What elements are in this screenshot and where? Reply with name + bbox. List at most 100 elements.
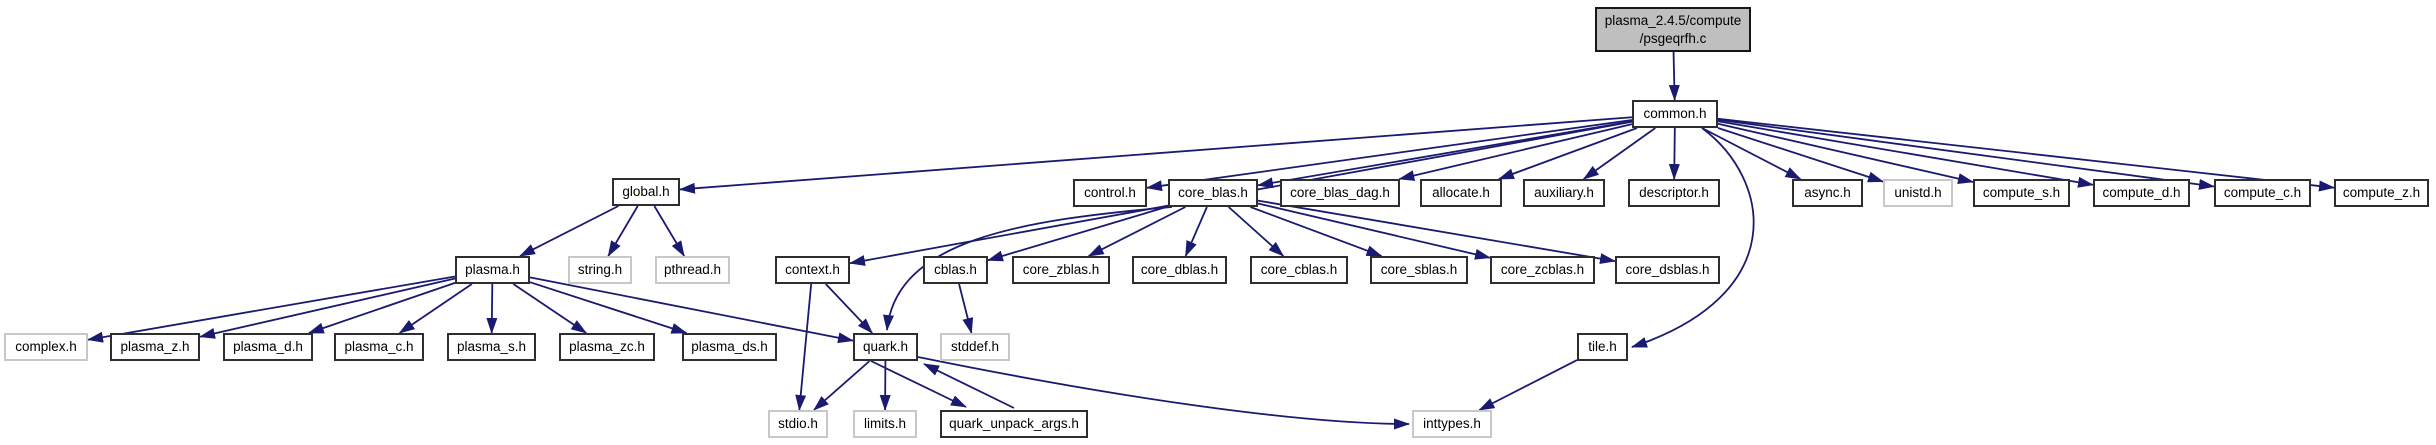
edge-plasma-to-complex	[87, 275, 456, 343]
node-plasma_zc[interactable]: plasma_zc.h	[559, 333, 655, 361]
node-core_dsblas[interactable]: core_dsblas.h	[1615, 256, 1720, 284]
node-label: compute_c.h	[2223, 185, 2302, 201]
node-label: control.h	[1084, 185, 1136, 201]
node-label: quark.h	[862, 339, 909, 355]
node-label: compute_s.h	[1982, 185, 2061, 201]
edge-plasma-to-plasma_s	[486, 283, 498, 334]
node-label: stdio.h	[778, 416, 818, 432]
edge-plasma-to-plasma_d	[307, 282, 456, 334]
edge-core_blas-to-core_sblas	[1250, 206, 1383, 257]
node-common[interactable]: common.h	[1632, 100, 1718, 128]
node-core_blas_dag[interactable]: core_blas_dag.h	[1280, 179, 1400, 207]
node-label: plasma_s.h	[456, 339, 527, 355]
edge-common-to-descriptor	[1668, 127, 1680, 180]
edge-core_blas-to-core_zblas	[1087, 206, 1186, 257]
node-compute_z[interactable]: compute_z.h	[2334, 179, 2429, 207]
node-label: compute_z.h	[2342, 185, 2421, 201]
node-string: string.h	[568, 256, 632, 284]
node-core_dblas[interactable]: core_dblas.h	[1132, 256, 1227, 284]
node-core_sblas[interactable]: core_sblas.h	[1370, 256, 1468, 284]
node-stddef: stddef.h	[940, 333, 1010, 361]
node-label: plasma.h	[465, 262, 520, 278]
node-pthread: pthread.h	[655, 256, 730, 284]
edge-common-to-auxiliary	[1582, 127, 1656, 180]
node-compute_d[interactable]: compute_d.h	[2093, 179, 2190, 207]
edge-common-to-compute_d	[1717, 120, 2094, 188]
node-label: async.h	[1804, 185, 1851, 201]
node-label: plasma_c.h	[344, 339, 414, 355]
node-label: descriptor.h	[1639, 185, 1709, 201]
node-inttypes: inttypes.h	[1412, 410, 1492, 438]
node-label-line: plasma_2.4.5/compute	[1604, 12, 1742, 28]
node-async[interactable]: async.h	[1792, 179, 1863, 207]
node-plasma_s[interactable]: plasma_s.h	[447, 333, 536, 361]
edge-context-to-quark	[825, 283, 873, 334]
node-label: string.h	[577, 262, 623, 278]
node-context[interactable]: context.h	[775, 256, 850, 284]
edge-core_blas-to-quark	[883, 206, 1173, 331]
node-label: allocate.h	[1432, 185, 1490, 201]
edge-common-to-compute_c	[1717, 118, 2215, 190]
edge-common-to-tile	[1631, 127, 1755, 348]
node-core_cblas[interactable]: core_cblas.h	[1250, 256, 1348, 284]
node-quark_unpack_args[interactable]: quark_unpack_args.h	[940, 410, 1088, 438]
node-label: cblas.h	[934, 262, 977, 278]
node-core_zblas[interactable]: core_zblas.h	[1012, 256, 1110, 284]
node-label: core_dblas.h	[1140, 262, 1219, 278]
edge-core_blas-to-core_zcblas	[1257, 202, 1491, 260]
node-label: context.h	[785, 262, 840, 278]
node-allocate[interactable]: allocate.h	[1420, 179, 1502, 207]
node-compute_s[interactable]: compute_s.h	[1973, 179, 2070, 207]
node-limits: limits.h	[853, 410, 917, 438]
edge-plasma-to-plasma_z	[199, 277, 456, 339]
edge-core_blas-to-core_cblas	[1228, 206, 1285, 257]
edge-common-to-async	[1701, 127, 1802, 180]
node-label: inttypes.h	[1423, 416, 1481, 432]
node-compute_c[interactable]: compute_c.h	[2214, 179, 2311, 207]
node-label: plasma_d.h	[233, 339, 303, 355]
edge-plasma-to-plasma_ds	[529, 281, 688, 334]
node-label: auxiliary.h	[1534, 185, 1594, 201]
node-control[interactable]: control.h	[1073, 179, 1147, 207]
node-core_blas[interactable]: core_blas.h	[1168, 179, 1258, 207]
node-label: pthread.h	[663, 262, 722, 278]
edge-plasma-to-quark	[529, 276, 854, 344]
node-label-line: /psgeqrfh.c	[1639, 30, 1707, 46]
node-label: core_zblas.h	[1022, 262, 1100, 278]
node-plasma_c[interactable]: plasma_c.h	[334, 333, 424, 361]
node-label: core_blas.h	[1178, 185, 1248, 201]
edge-cblas-to-stddef	[958, 283, 974, 334]
edge-context-to-stdio	[795, 283, 813, 411]
edge-quark_unpack_args-to-quark	[923, 363, 1015, 409]
node-stdio: stdio.h	[768, 410, 828, 438]
node-plasma[interactable]: plasma.h	[455, 256, 530, 284]
node-core_zcblas[interactable]: core_zcblas.h	[1490, 256, 1595, 284]
edge-quark-to-stdio	[813, 360, 871, 411]
node-plasma_z[interactable]: plasma_z.h	[110, 333, 200, 361]
edge-global-to-string	[607, 205, 639, 257]
node-descriptor[interactable]: descriptor.h	[1628, 179, 1720, 207]
node-psgeqrfh: plasma_2.4.5/compute/psgeqrfh.c	[1595, 7, 1751, 52]
edge-global-to-plasma	[519, 205, 619, 257]
node-label: core_sblas.h	[1380, 262, 1458, 278]
node-auxiliary[interactable]: auxiliary.h	[1523, 179, 1605, 207]
node-cblas[interactable]: cblas.h	[923, 256, 988, 284]
node-quark[interactable]: quark.h	[853, 333, 918, 361]
edge-common-to-core_blas_dag	[1398, 123, 1633, 181]
node-label: stddef.h	[950, 339, 1000, 355]
edge-plasma-to-plasma_zc	[512, 283, 588, 334]
node-plasma_ds[interactable]: plasma_ds.h	[682, 333, 777, 361]
node-plasma_d[interactable]: plasma_d.h	[223, 333, 313, 361]
node-label: compute_d.h	[2102, 185, 2181, 201]
edge-common-to-unistd	[1717, 127, 1884, 183]
node-label: limits.h	[863, 416, 906, 432]
node-label: core_cblas.h	[1260, 262, 1338, 278]
node-label: core_dsblas.h	[1625, 262, 1710, 278]
node-global[interactable]: global.h	[612, 178, 680, 206]
node-label: core_zcblas.h	[1500, 262, 1585, 278]
edge-core_blas-to-core_dblas	[1184, 206, 1208, 257]
node-label: plasma_zc.h	[569, 339, 645, 355]
node-tile[interactable]: tile.h	[1577, 333, 1628, 361]
